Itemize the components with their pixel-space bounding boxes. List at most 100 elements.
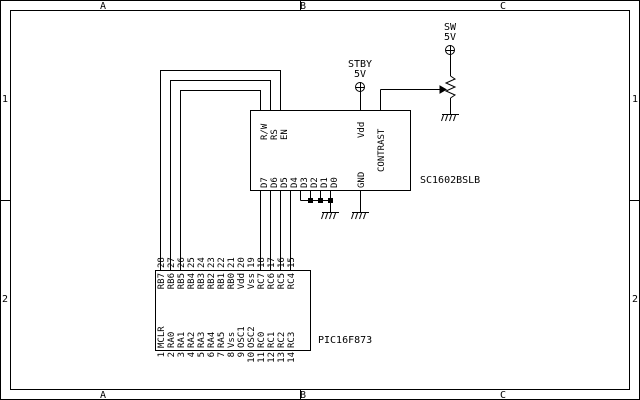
lcd-pin-vdd: Vdd	[357, 122, 367, 138]
zone-col-b-bottom: B	[300, 390, 306, 400]
contrast-potentiometer	[380, 55, 457, 114]
stby-volt-label: 5V	[354, 69, 366, 80]
pic-top-pin-name: Vdd	[237, 273, 247, 289]
pic-top-pin-number: 23	[207, 257, 217, 268]
lcd-pin-d5: D5	[280, 177, 290, 188]
pic-bottom-pin-number: 7	[217, 352, 227, 357]
pic-body	[155, 270, 311, 351]
pic-top-pin-name: RB2	[207, 273, 217, 289]
pic-top-pin-name: RB4	[187, 273, 197, 289]
lcd-pin-contrast: CONTRAST	[377, 128, 387, 172]
pic-bottom-pin-name: MCLR	[157, 326, 167, 348]
pic-bottom-pin-number: 5	[197, 352, 207, 357]
pic-top-pin-name: RB6	[167, 273, 177, 289]
pic-part-label: PIC16F873	[318, 335, 372, 346]
lcd-pin-d0: D0	[330, 177, 340, 188]
data-wires	[260, 190, 291, 270]
pic-bottom-pin-name: RA0	[167, 332, 177, 348]
zone-col-a-top: A	[100, 1, 106, 12]
zone-row-2-left: 2	[2, 294, 8, 305]
pic-top-pin-number: 15	[287, 257, 297, 268]
pic-bottom-pin-name: RA5	[217, 332, 227, 348]
pic-bottom-pin-number: 6	[207, 352, 217, 357]
pic-bottom-pin-number: 11	[257, 352, 267, 363]
pic-bottom-pin-name: OSC2	[247, 326, 257, 348]
zone-col-a-bottom: A	[100, 390, 106, 400]
ground-symbol-pot	[441, 114, 459, 122]
pic-top-pin-number: 21	[227, 257, 237, 268]
pic-bottom-pin-name: RC3	[287, 332, 297, 348]
pic-bottom-pin-number: 12	[267, 352, 277, 363]
pic-top-pin-name: RC6	[267, 273, 277, 289]
pic-top-pin-name: RC7	[257, 273, 267, 289]
pic-bottom-pin-number: 4	[187, 352, 197, 357]
pic-top-pin-name: RC5	[277, 273, 287, 289]
pic-bottom-pin-name: Vss	[227, 332, 237, 348]
pic-bottom-pin-number: 10	[247, 352, 257, 363]
sw-volt-label: 5V	[444, 32, 456, 43]
pic-bottom-pin-name: RA4	[207, 332, 217, 348]
pic-top-pin-name: Vss	[247, 273, 257, 289]
pic-top-pin-name: RB5	[177, 273, 187, 289]
zone-row-2-right: 2	[632, 294, 638, 305]
pic-top-pin-name: RB7	[157, 273, 167, 289]
control-wires	[160, 70, 281, 270]
pic-top-pin-number: 22	[217, 257, 227, 268]
pic-bottom-pin-name: RA1	[177, 332, 187, 348]
pic-bottom-pin-number: 2	[167, 352, 177, 357]
stby-name-label: STBY	[348, 59, 372, 70]
pic-bottom-pin-number: 14	[287, 352, 297, 363]
lcd-pin-d6: D6	[270, 177, 280, 188]
lcd-pin-rs: RS	[270, 129, 280, 140]
lcd-pin-d7: D7	[260, 177, 270, 188]
pic-bottom-pin-number: 8	[227, 352, 237, 357]
lcd-pin-d1: D1	[320, 177, 330, 188]
lcd-module: R/W RS EN Vdd CONTRAST GND D7 D6 D5 D4 D…	[250, 110, 480, 191]
pic-top-pin-number: 26	[177, 257, 187, 268]
pic-top-pin-name: RC4	[287, 273, 297, 289]
lcd-pin-d4: D4	[290, 177, 300, 188]
ground-symbol-lcd	[351, 190, 369, 220]
pic-bottom-pin-name: OSC1	[237, 326, 247, 348]
pic-top-pin-number: 16	[277, 257, 287, 268]
pic-bottom-pin-number: 1	[157, 352, 167, 357]
pic-bottom-pin-name: RC2	[277, 332, 287, 348]
pic-bottom-pin-name: RA3	[197, 332, 207, 348]
pic-top-pin-name: RB3	[197, 273, 207, 289]
lcd-part-label: SC1602BSLB	[420, 175, 480, 186]
pic-top-pin-number: 24	[197, 257, 207, 268]
zone-col-c-bottom: C	[500, 390, 506, 400]
sw-name-label: SW	[444, 22, 457, 33]
zone-col-b-top: B	[300, 1, 306, 12]
pic-top-pin-number: 18	[257, 257, 267, 268]
pic-top-pin-name: RB1	[217, 273, 227, 289]
stby-power-symbol: STBY 5V	[348, 59, 372, 110]
lcd-pin-en: EN	[280, 129, 290, 140]
zone-row-1-left: 1	[2, 94, 8, 105]
pic-top-pin-number: 25	[187, 257, 197, 268]
lcd-pin-gnd: GND	[357, 172, 367, 188]
pic-top-pin-number: 17	[267, 257, 277, 268]
lcd-pin-d2: D2	[310, 177, 320, 188]
sw-power-symbol: SW 5V	[444, 22, 457, 55]
pic-top-pin-number: 28	[157, 257, 167, 268]
pic-bottom-pin-name: RA2	[187, 332, 197, 348]
pic-top-pin-number: 20	[237, 257, 247, 268]
pic-bottom-pin-number: 3	[177, 352, 187, 357]
lcd-pin-d3: D3	[300, 177, 310, 188]
pic-top-pin-number: 27	[167, 257, 177, 268]
pic-bottom-pin-number: 13	[277, 352, 287, 363]
pic-top-pin-name: RB0	[227, 273, 237, 289]
lcd-pin-rw: R/W	[260, 123, 270, 140]
zone-row-1-right: 1	[632, 94, 638, 105]
pic-top-pin-number: 19	[247, 257, 257, 268]
zone-col-c-top: C	[500, 1, 506, 12]
pic-bottom-pin-name: RC0	[257, 332, 267, 348]
pic-bottom-pin-number: 9	[237, 352, 247, 357]
ground-symbol-data	[300, 190, 339, 220]
pic-bottom-pin-name: RC1	[267, 332, 277, 348]
